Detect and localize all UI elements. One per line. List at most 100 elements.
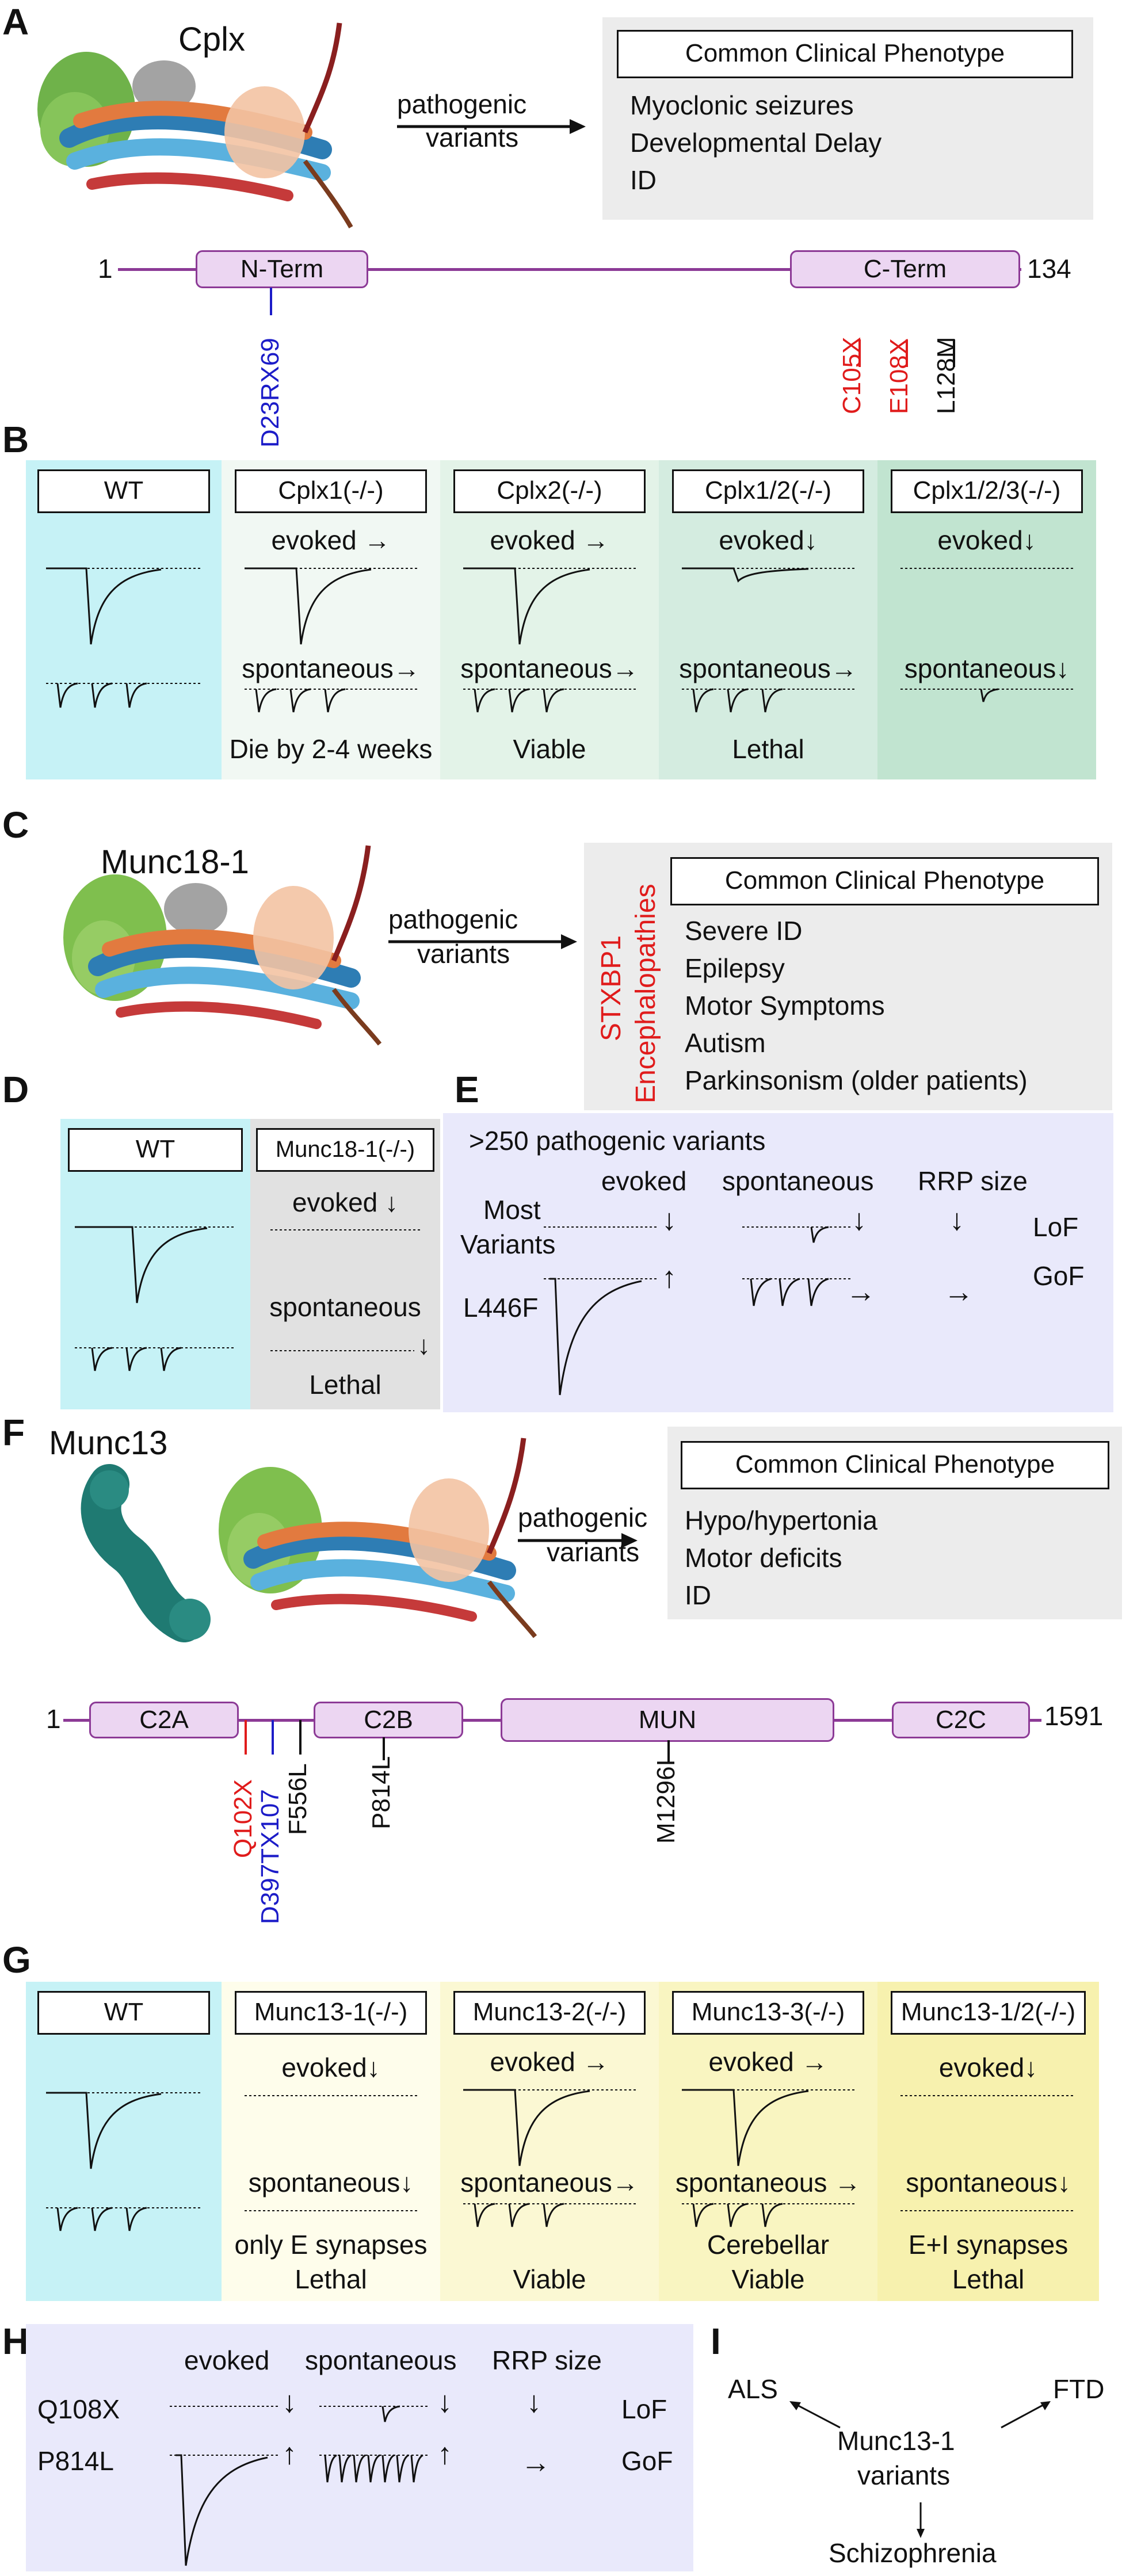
g-outcome-munc13-2: Viable — [513, 2264, 586, 2294]
pathogenic-arrow-c — [388, 934, 577, 949]
panel-b-label: B — [2, 419, 29, 460]
domain-c2a: C2A — [89, 1702, 239, 1738]
h-col-evoked: evoked — [184, 2345, 270, 2375]
g-outcome-munc13-3-line2: Viable — [731, 2264, 805, 2294]
g-trace-spont-wt — [46, 2207, 201, 2231]
b-outcome-cplx12: Lethal — [732, 734, 804, 764]
b-evoked-cplx123: evoked↓ — [937, 525, 1036, 555]
b-evoked-cplx1: evoked → — [271, 525, 391, 555]
h-col-spontaneous: spontaneous — [305, 2345, 457, 2375]
g-spont-munc13-1: spontaneous↓ — [248, 2168, 414, 2197]
arrow-text-line1-a: pathogenic — [397, 89, 527, 119]
phenotype-a-1: Myoclonic seizures — [630, 90, 854, 120]
snare-complex-illustration-a — [37, 22, 353, 228]
g-header-wt: WT — [37, 1991, 210, 2035]
b-header-cplx12: Cplx1/2(-/-) — [671, 469, 865, 513]
variant-tick-e108x — [906, 339, 908, 367]
pathogenic-arrow-a — [397, 119, 586, 134]
cplx-backbone — [118, 268, 1021, 271]
h-row2-rrp: → — [521, 2446, 551, 2479]
b-trace-spont-cplx12 — [682, 688, 854, 713]
arrow-text-line1-f: pathogenic — [518, 1503, 648, 1532]
e-col-spontaneous: spontaneous — [722, 1166, 874, 1196]
protein-name-munc13: Munc13 — [49, 1424, 168, 1462]
g-outcome-munc13-1-line1: only E synapses — [234, 2230, 428, 2260]
phenotype-title-f: Common Clinical Phenotype — [681, 1441, 1109, 1489]
variant-f556l: F556L — [284, 1763, 312, 1835]
b-column-wt: WT — [26, 460, 222, 779]
g-column-munc13-3: Munc13-3(-/-) evoked → spontaneous → Cer… — [659, 1982, 877, 2301]
d-spont-down-arrow: ↓ — [417, 1330, 430, 1360]
g-outcome-munc13-1-line2: Lethal — [295, 2264, 367, 2294]
phenotype-title-c: Common Clinical Phenotype — [670, 857, 1099, 905]
g-trace-spont-munc13-1 — [245, 2210, 417, 2211]
d-column-ko: Munc18-1(-/-) evoked ↓ spontaneous ↓ Let… — [250, 1119, 440, 1409]
panel-h — [26, 2324, 693, 2571]
g-outcome-munc13-12-line2: Lethal — [952, 2264, 1025, 2294]
pathogenic-arrow-f — [518, 1533, 638, 1548]
phenotype-c-2: Epilepsy — [685, 953, 785, 983]
d-trace-evoked-wt — [75, 1226, 236, 1304]
variant-d397tx107: D397TX107 — [256, 1789, 284, 1924]
panel-b: WT Cplx1(-/-) evoked → spontaneous→ Die … — [26, 460, 1096, 779]
g-trace-evoked-munc13-12 — [900, 2095, 1073, 2096]
protein-name-cplx: Cplx — [178, 21, 246, 58]
variant-tick-p814l — [383, 1737, 385, 1760]
e-row1-evoked-arrow: ↓ — [662, 1203, 677, 1237]
b-trace-evoked-cplx12 — [682, 567, 854, 583]
e-row2-rrp: → — [944, 1275, 974, 1309]
phenotype-c-3: Motor Symptoms — [685, 991, 885, 1021]
domain-c-term: C-Term — [790, 250, 1020, 288]
e-row2-evoked-arrow: ↑ — [662, 1261, 677, 1294]
snare-complex-illustration-c — [63, 845, 382, 1046]
variant-tick-m1296i — [667, 1740, 670, 1763]
phenotype-title-a: Common Clinical Phenotype — [617, 30, 1073, 78]
munc13-end: 1591 — [1044, 1701, 1104, 1731]
i-center-line1: Munc13-1 — [837, 2426, 955, 2456]
g-evoked-munc13-2: evoked → — [490, 2047, 609, 2077]
h-col-rrp: RRP size — [492, 2345, 602, 2375]
d-header-wt: WT — [68, 1128, 243, 1172]
variant-q102x: Q102X — [229, 1779, 257, 1858]
variant-m1296i: M1296I — [652, 1759, 680, 1844]
i-target-als: ALS — [728, 2374, 778, 2404]
b-outcome-cplx1: Die by 2-4 weeks — [229, 734, 433, 764]
i-target-ftd: FTD — [1053, 2374, 1105, 2404]
e-row2-trace-spont — [742, 1278, 852, 1306]
g-trace-spont-munc13-12 — [900, 2210, 1073, 2211]
e-row1-rrp: ↓ — [949, 1203, 964, 1237]
b-outcome-cplx2: Viable — [513, 734, 586, 764]
munc13-illustration — [81, 1464, 211, 1642]
domain-c2c: C2C — [892, 1702, 1030, 1738]
b-column-cplx1: Cplx1(-/-) evoked → spontaneous→ Die by … — [222, 460, 440, 779]
panel-a-label: A — [2, 1, 29, 43]
variant-tick-f556l — [299, 1720, 302, 1755]
g-outcome-munc13-12-line1: E+I synapses — [908, 2230, 1069, 2260]
phenotype-f-3: ID — [685, 1580, 711, 1610]
d-trace-spont-wt — [75, 1347, 236, 1371]
h-row1-name: Q108X — [37, 2394, 120, 2424]
g-spont-munc13-3: spontaneous → — [675, 2168, 861, 2197]
i-arrows — [789, 2401, 1051, 2538]
b-trace-spont-cplx123 — [900, 688, 1073, 702]
panel-g: WT Munc13-1(-/-) evoked↓ spontaneous↓ on… — [26, 1982, 1099, 2301]
variant-tick-d23rx69 — [270, 288, 272, 315]
encephalopathies-label: Encephalopathies — [631, 884, 661, 1103]
e-row1-name-line1: Most — [483, 1195, 541, 1225]
e-col-rrp: RRP size — [918, 1166, 1028, 1196]
panel-f-label: F — [2, 1412, 25, 1453]
g-evoked-munc13-3: evoked → — [708, 2047, 828, 2077]
g-trace-spont-munc13-3 — [682, 2203, 854, 2227]
e-row2-spont-arrow: → — [846, 1275, 876, 1309]
g-header-munc13-3: Munc13-3(-/-) — [671, 1991, 865, 2035]
g-column-wt: WT — [26, 1982, 222, 2301]
d-column-wt: WT — [60, 1119, 250, 1409]
b-header-wt: WT — [37, 469, 210, 513]
h-row1-trace-spont — [319, 2405, 429, 2422]
domain-mun: MUN — [501, 1698, 834, 1742]
d-trace-evoked-ko — [270, 1229, 420, 1230]
b-spont-cplx123: spontaneous↓ — [904, 653, 1070, 683]
b-column-cplx12: Cplx1/2(-/-) evoked↓ spontaneous→ Lethal — [659, 460, 877, 779]
i-target-schizophrenia: Schizophrenia — [829, 2538, 997, 2568]
variant-tick-c105x — [858, 339, 861, 367]
